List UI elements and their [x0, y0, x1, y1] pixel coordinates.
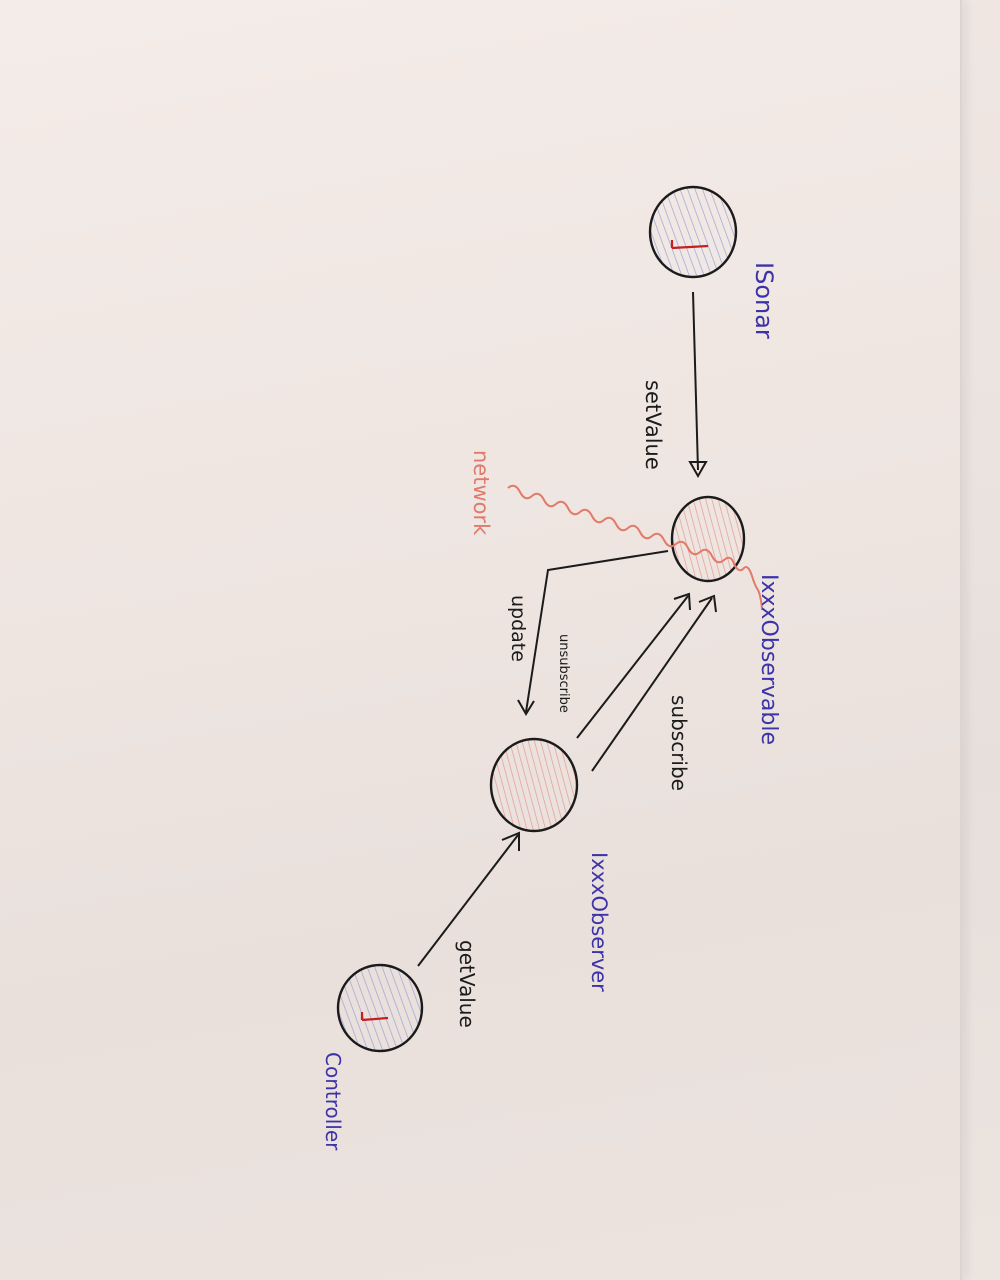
get-value-arrow [417, 831, 520, 967]
observable-label: IxxxObservable [756, 574, 781, 745]
paper-sheet [0, 0, 962, 1280]
controller-node[interactable] [330, 960, 430, 1060]
update-label: update [507, 595, 529, 662]
network-label: network [469, 450, 493, 536]
sonar-label: ISonar [750, 262, 778, 339]
red-arrow-icon [670, 240, 709, 250]
observer-node[interactable] [485, 735, 585, 835]
update-arrow [517, 550, 669, 716]
network-boundary-line [507, 484, 763, 611]
red-arrow-icon [360, 1012, 389, 1022]
set-value-arrow [688, 291, 708, 479]
unsubscribe-arrow [576, 592, 691, 739]
observer-label: IxxxObserver [587, 852, 611, 992]
controller-label: Controller [321, 1052, 345, 1151]
observable-node[interactable] [665, 490, 755, 590]
sonar-node[interactable] [640, 180, 750, 290]
get-value-label: getValue [455, 940, 479, 1028]
subscribe-label: subscribe [667, 695, 691, 791]
subscribe-arrow [591, 594, 717, 772]
set-value-label: setValue [641, 380, 665, 470]
unsubscribe-label: unsubscribe [556, 634, 571, 713]
